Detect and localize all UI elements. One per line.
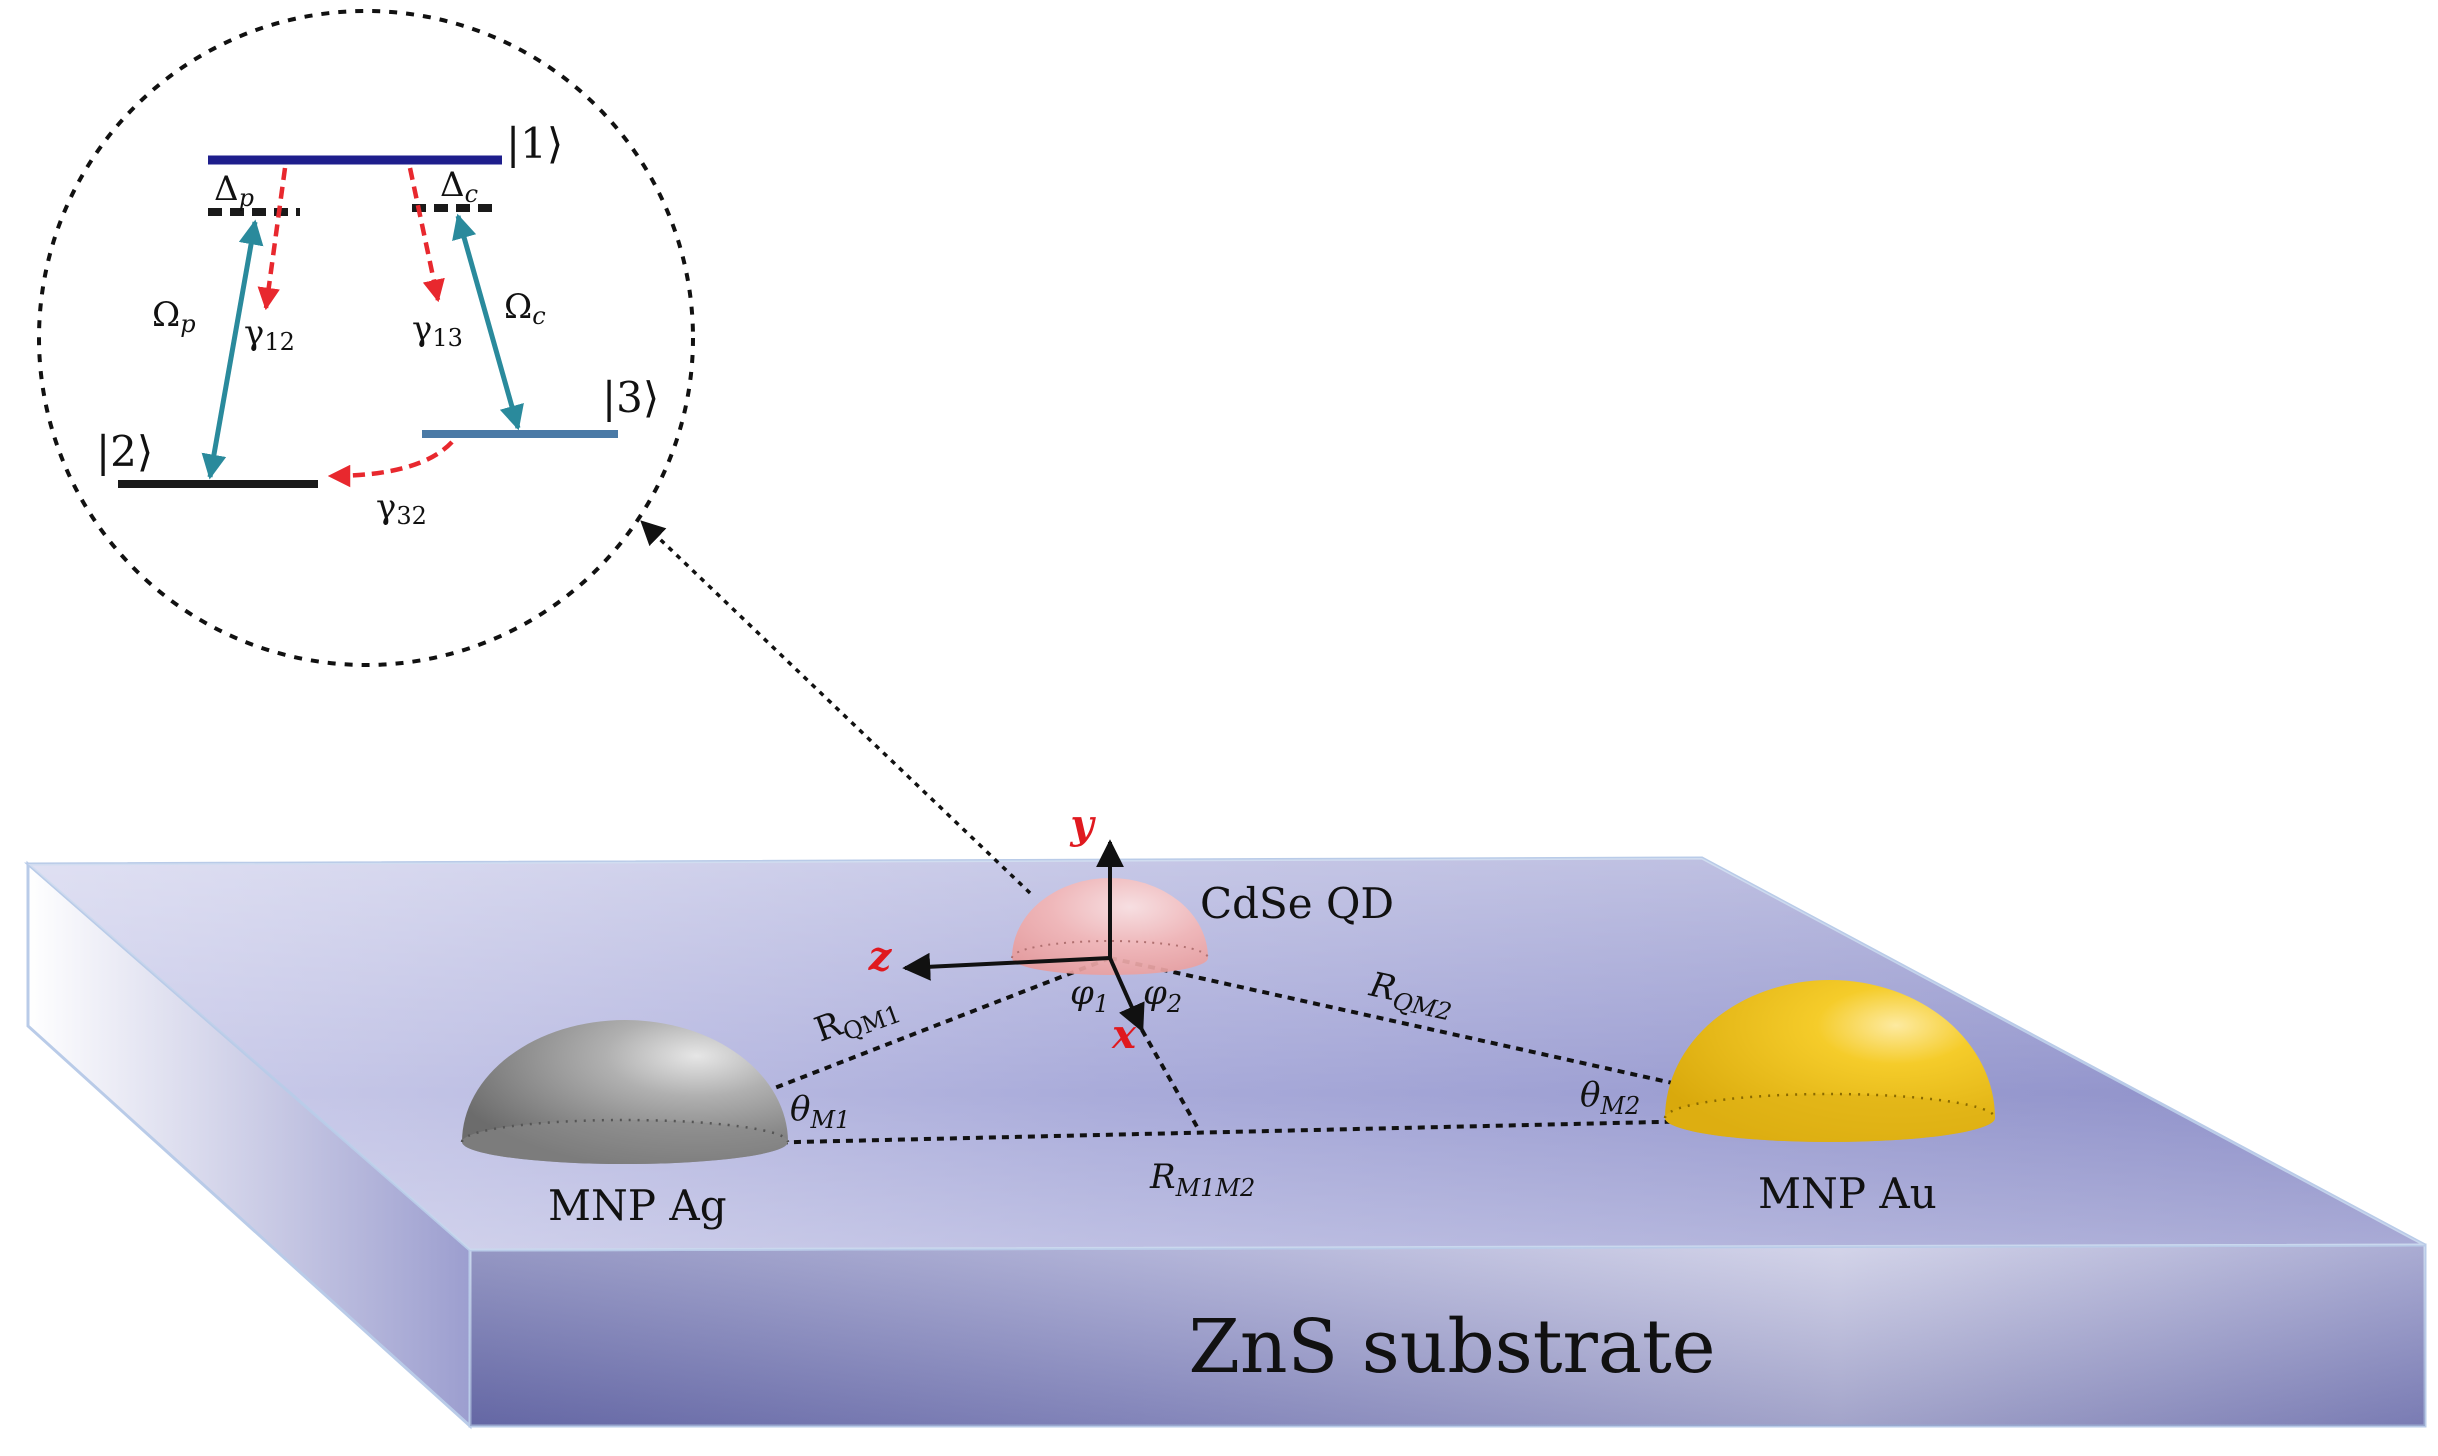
line-ag-au: [624, 1116, 1831, 1148]
r-m1m2-label: RM1M2: [1149, 1157, 1255, 1202]
mnp-au-particle: [1663, 980, 1997, 1142]
gamma-13-label: γ13: [412, 309, 463, 352]
energy-level-inset: |1⟩ |2⟩ |3⟩ Δp Δc Ωp Ωc γ12 γ13 γ32: [37, 9, 695, 667]
theta-m1-label: θM1: [790, 1089, 850, 1134]
line-x-foot: [1140, 1029, 1202, 1133]
delta-c-label: Δc: [440, 165, 478, 208]
gamma-32-label: γ32: [376, 487, 427, 530]
qd-label: CdSe QD: [1200, 879, 1394, 928]
substrate-label: ZnS substrate: [1188, 1304, 1715, 1390]
theta-m2-label: θM2: [1580, 1075, 1640, 1120]
x-axis-arrow: [1108, 957, 1145, 1033]
probe-coupling-arrow: [201, 219, 264, 480]
z-axis-label: z: [868, 933, 893, 980]
delta-p-label: Δp: [214, 169, 254, 212]
x-axis-label: x: [1111, 1011, 1137, 1058]
ket-3-label: |3⟩: [602, 373, 659, 422]
omega-p-label: Ωp: [152, 295, 196, 338]
y-axis-label: y: [1069, 801, 1096, 848]
phi1-label: φ1: [1070, 973, 1109, 1018]
omega-c-label: Ωc: [504, 287, 546, 330]
z-axis-arrow: [902, 952, 1111, 981]
mnp-au-label: MNP Au: [1758, 1169, 1937, 1218]
decay-13-arrow: [407, 167, 445, 303]
zoom-connector-arrow: [640, 520, 1032, 895]
mnp-ag-label: MNP Ag: [548, 1181, 727, 1230]
mnp-ag-particle: [460, 1020, 790, 1164]
ket-2-label: |2⟩: [96, 427, 153, 476]
decay-12-arrow: [257, 167, 288, 311]
ket-1-label: |1⟩: [506, 119, 563, 168]
inset-circle: [37, 9, 695, 667]
control-coupling-arrow: [452, 213, 524, 431]
decay-32-arrow: [327, 440, 454, 488]
coordinate-axes: [902, 839, 1145, 1033]
phi2-label: φ2: [1143, 973, 1182, 1018]
gamma-12-label: γ12: [244, 313, 295, 356]
